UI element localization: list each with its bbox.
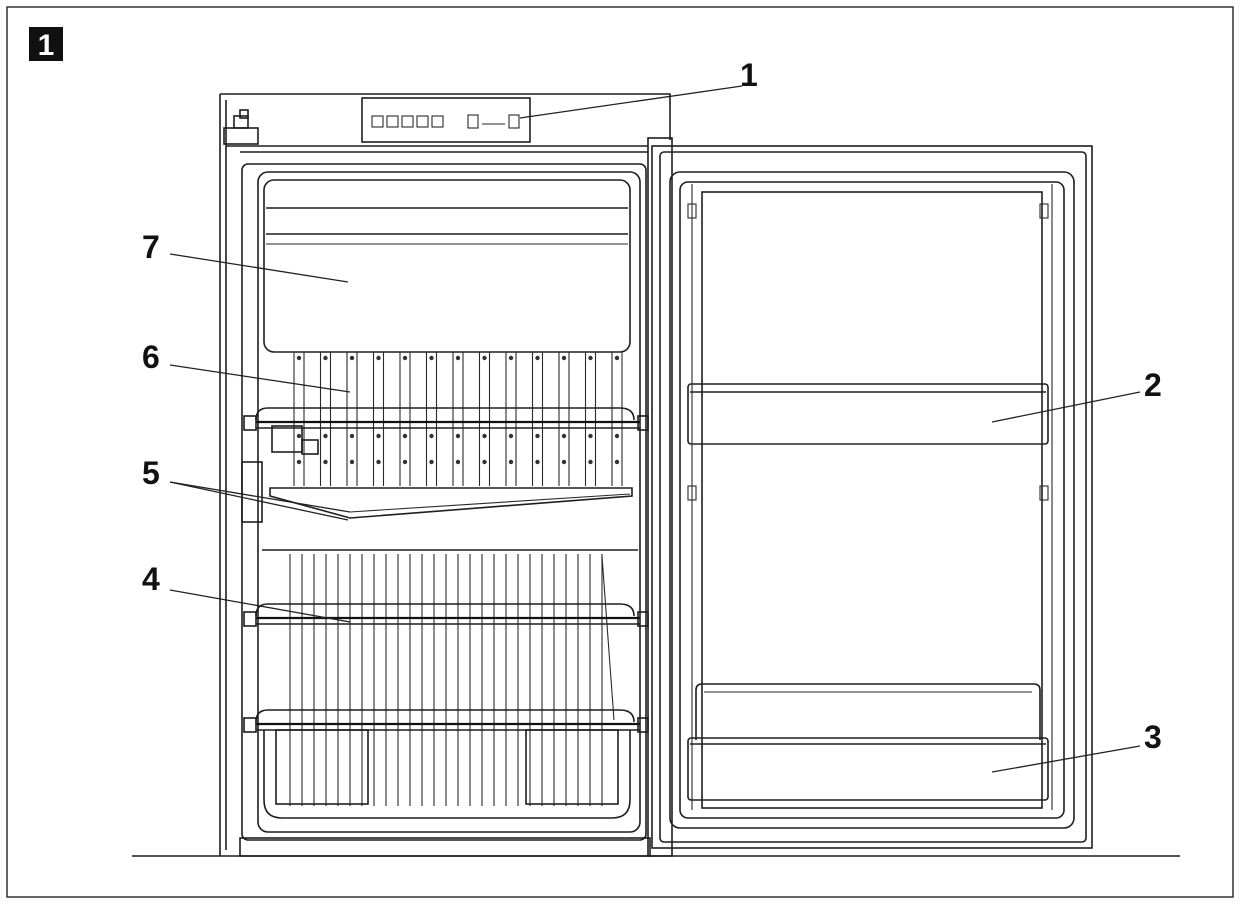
fin-rivet [376,355,381,361]
leader-3 [991,745,1141,773]
fin-rivet [323,459,328,465]
upper-shelf [241,407,649,523]
fin-rivet [482,355,487,361]
fin-rivet [614,433,620,439]
fin-rivet [349,459,355,465]
fin-rivet [296,355,302,361]
leader-7 [169,253,349,283]
fin-rivet [296,433,302,439]
crisper-drawer [263,729,631,819]
callout-1: 1 [740,57,758,93]
leader-lines [169,85,1141,773]
fin-rivet [561,459,567,465]
middle-shelf [243,603,649,627]
fin-rivet [376,459,381,465]
door [647,137,1093,857]
callout-6: 6 [142,339,160,375]
door-bin [687,683,1049,801]
fin-rivet [508,433,514,439]
figure-badge: 1 [29,27,63,62]
fin-rivet [588,355,593,361]
fin-rivet [323,433,328,439]
fin-rivet [561,433,567,439]
fin-rivet [588,459,593,465]
fin-rivet [535,459,540,465]
drip-tray [262,487,638,551]
leader-2 [991,391,1141,423]
door-shelf [687,383,1049,445]
fin-rivet [535,355,540,361]
fin-rivet [323,355,328,361]
fin-rivet [376,433,381,439]
fin-rivet [455,355,461,361]
fin-rivet [614,355,620,361]
cooling-fins-lower [289,554,603,806]
fin-rivet [402,355,408,361]
fin-rivet [535,433,540,439]
callout-4: 4 [142,561,160,597]
fin-rivet [402,433,408,439]
leader-1 [519,85,743,119]
control-panel-buttons [371,114,520,129]
fin-rivet [349,355,355,361]
fin-rivet [429,459,434,465]
fin-rivet [588,433,593,439]
fin-rivet [429,433,434,439]
fin-rivet [349,433,355,439]
top-hinge [223,109,259,145]
fin-rivet [561,355,567,361]
callout-5: 5 [142,455,160,491]
fin-rivet [402,459,408,465]
control-panel [361,97,531,143]
fin-rivet [614,459,620,465]
callout-numbers: 1 2 3 4 5 6 7 [142,57,1162,755]
fin-rivet [508,459,514,465]
callout-7: 7 [142,229,160,265]
leader-4 [169,589,351,623]
fin-rivet [508,355,514,361]
fin-rivet [455,459,461,465]
leader-6 [169,364,351,393]
leader-5a [169,481,351,513]
fin-rivet [482,433,487,439]
fin-rivet [429,355,434,361]
callout-2: 2 [1144,367,1162,403]
freezer-compartment [263,179,631,353]
fin-rivet [482,459,487,465]
fin-rivet [455,433,461,439]
leader-5b [169,481,349,521]
figure-frame [6,6,1234,898]
figure-badge-number: 1 [38,29,55,62]
fin-rivet [296,459,302,465]
cooling-fins-upper [293,352,623,486]
callout-3: 3 [1144,719,1162,755]
